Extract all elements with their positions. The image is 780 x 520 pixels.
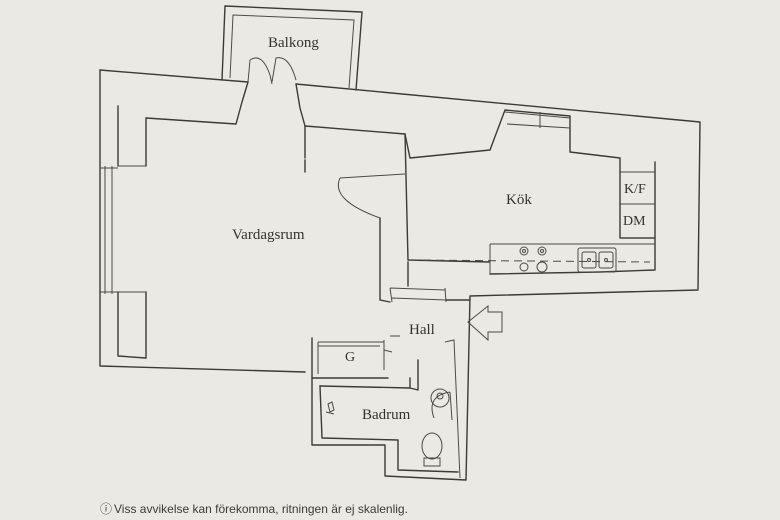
label-badrum: Badrum: [362, 407, 411, 423]
label-kf: K/F: [624, 182, 646, 197]
washbasin-icon: [430, 388, 450, 408]
kf-dm-cabinets: [620, 171, 655, 239]
kitchen-counter: [409, 243, 655, 274]
label-hall: Hall: [409, 322, 435, 338]
disclaimer-text: Viss avvikelse kan förekomma, ritningen …: [114, 502, 408, 516]
living-room-door: [338, 173, 406, 300]
stove-icon: [519, 246, 548, 273]
label-vardagsrum: Vardagsrum: [232, 227, 305, 243]
window-left: [100, 165, 146, 294]
label-dm: DM: [623, 214, 646, 229]
info-icon: ⓘ: [100, 502, 113, 516]
balcony-door: [247, 57, 297, 85]
interior-walls: [304, 159, 471, 303]
sink-icon: [577, 247, 617, 273]
label-garderob: G: [345, 350, 355, 365]
balcony: [221, 5, 363, 91]
entrance-arrow-icon: [467, 304, 503, 342]
label-kok: Kök: [506, 192, 532, 208]
wardrobe: [311, 335, 400, 379]
label-balkong: Balkong: [268, 35, 319, 51]
shower-icon: [325, 401, 335, 415]
toilet-icon: [421, 432, 443, 467]
bathroom-walls: [319, 339, 461, 479]
window-kitchen: [504, 111, 571, 129]
outer-walls: [99, 69, 701, 481]
